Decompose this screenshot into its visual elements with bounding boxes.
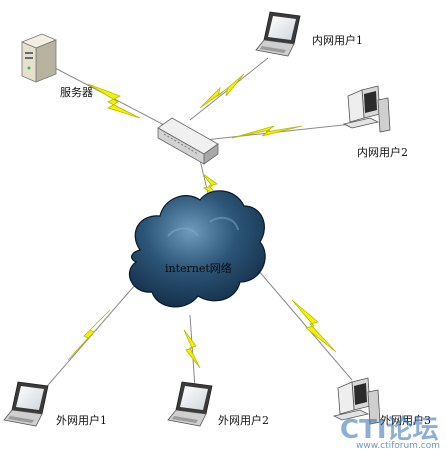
lightning-bolt-icon	[231, 125, 303, 139]
watermark-site: www.ctiforum.com	[356, 441, 440, 450]
cloud-icon	[129, 190, 266, 308]
laptop-icon	[3, 381, 49, 427]
lightning-bolt-icon	[87, 83, 141, 119]
wan-user-3-label: 外网用户3	[380, 413, 431, 427]
connection-internet-wan1	[41, 284, 136, 393]
lan-user-1-label: 内网用户1	[312, 33, 363, 47]
lan-user-2-label: 内网用户2	[357, 145, 408, 159]
desktop-pc-icon	[342, 85, 391, 133]
desktop-pc-icon	[332, 377, 381, 425]
connection-internet-wan3	[257, 269, 353, 381]
server-label: 服务器	[60, 86, 93, 99]
switch-icon	[157, 117, 219, 165]
connection-internet-wan2	[183, 314, 201, 389]
laptop-icon	[167, 381, 213, 427]
wan-user-1-label: 外网用户1	[56, 413, 107, 427]
connection-switch-lan1	[189, 57, 269, 121]
lightning-bolt-icon	[291, 299, 337, 353]
lightning-bolt-icon	[199, 73, 245, 109]
laptop-icon	[255, 11, 301, 57]
connection-server-switch	[54, 67, 169, 128]
wan-user-2-label: 外网用户2	[218, 413, 269, 427]
server-icon	[20, 33, 58, 83]
lightning-bolt-icon	[67, 309, 111, 361]
connection-switch-lan2	[204, 123, 353, 141]
lightning-bolt-icon	[183, 329, 201, 369]
watermark-logo: CTI论坛	[340, 415, 439, 445]
internet-label: internet网络	[165, 261, 232, 275]
